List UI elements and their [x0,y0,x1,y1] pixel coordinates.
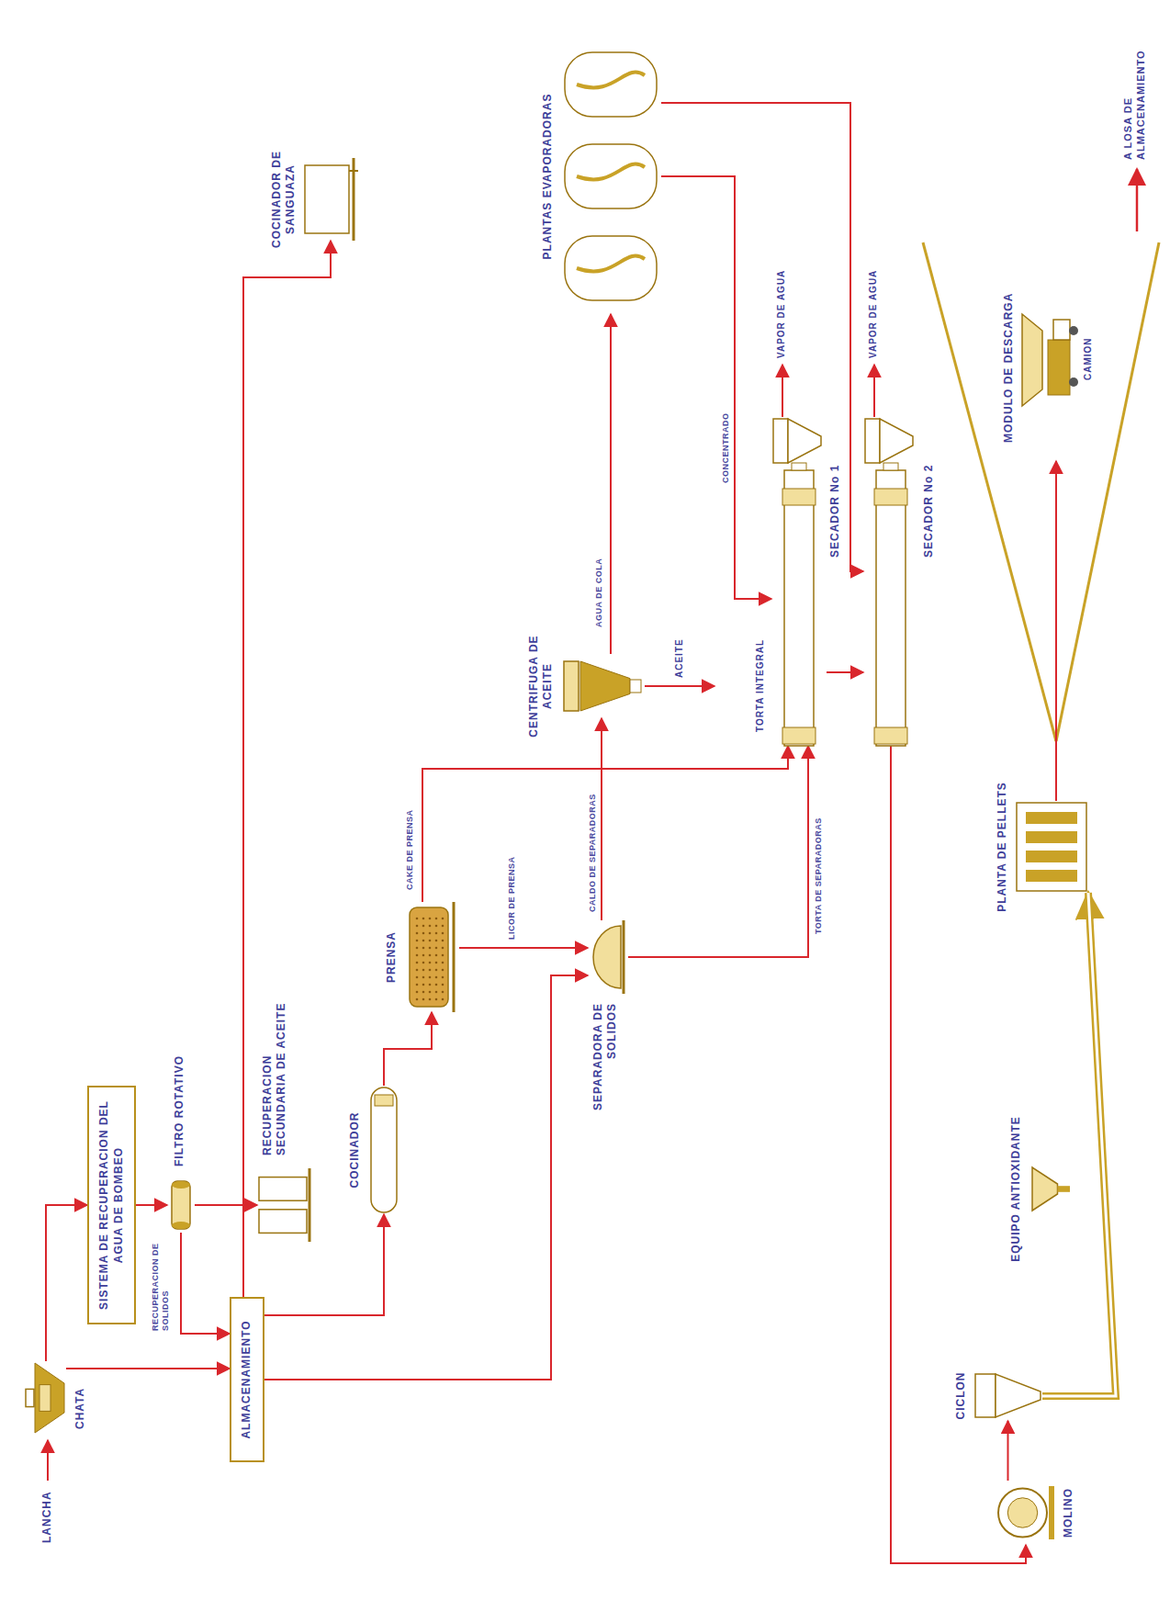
equipment-label: FILTRO ROTATIVO [172,1055,187,1167]
annotation-label: ACEITE [674,638,687,678]
box-text: SISTEMA DE RECUPERACION DEL AGUA DE BOMB… [97,1096,126,1314]
annotation-label: VAPOR DE AGUA [776,270,788,359]
equipment-label: CAMION [1082,337,1095,381]
equipment-node: SECADOR No 2 [863,415,919,746]
equipment-label: RECUPERACION SECUNDARIA DE ACEITE [260,999,289,1156]
equipment-icon [257,1168,313,1242]
flow-line [661,176,772,599]
flow-line [890,745,1026,1564]
equipment-label: CICLON [954,1372,968,1420]
flow-line [661,102,864,572]
flow-line [243,240,331,1297]
equipment-node: SEPARADORA DE SOLIDOS [587,920,629,994]
equipment-node: EQUIPO ANTIOXIDANTE [1028,1163,1070,1215]
equipment-label: CHATA [73,1387,88,1429]
line-label: CONCENTRADO [720,412,732,485]
equipment-node: MOLINO [996,1480,1057,1545]
module-outline [1056,242,1159,742]
flow-line [264,975,588,1380]
conveyor-inner [1042,892,1116,1396]
line-label: RECUPERACION DE SOLIDOS [150,1233,171,1332]
line-label: AGUA DE COLA [594,557,605,629]
equipment-node: RECUPERACION SECUNDARIA DE ACEITE [257,1168,313,1242]
flow-line [383,1012,432,1086]
annotation-label: TORTA INTEGRAL [754,639,767,732]
equipment-icon [1028,1163,1070,1215]
equipment-node: CHATA [25,1361,67,1435]
flow-line [628,745,809,957]
equipment-icon [560,38,662,315]
equipment-icon [587,920,629,994]
equipment-icon [1014,800,1089,893]
flow-line [826,671,864,674]
equipment-label: PRENSA [384,931,399,983]
line-label: CAKE DE PRENSA [405,808,416,891]
equipment-icon [1022,304,1080,416]
equipment-icon [771,415,827,746]
equipment-label: PLANTAS EVAPORADORAS [540,93,555,260]
process-box: SISTEMA DE RECUPERACION DEL AGUA DE BOMB… [87,1085,136,1325]
vapor-arrow [781,364,784,417]
equipment-icon [303,157,359,241]
flow-line [600,718,603,921]
equipment-icon [367,1085,401,1215]
conveyor [1042,892,1116,1396]
equipment-node: PLANTA DE PELLETS [1014,800,1089,893]
equipment-node: COCINADOR [367,1085,401,1215]
equipment-icon [560,653,643,719]
equipment-node: PLANTAS EVAPORADORAS [560,38,662,315]
flow-line [66,1367,230,1370]
process-box: ALMACENAMIENTO [229,1296,265,1463]
annotation-label: A LOSA DE ALMACENAMIENTO [1122,3,1148,160]
equipment-node: MODULO DE DESCARGA CAMION [996,258,1116,462]
equipment-node: COCINADOR DE SANGUAZA [303,157,359,241]
module-outline [922,242,1057,742]
equipment-label: MODULO DE DESCARGA [1001,292,1016,443]
equipment-node: PRENSA [404,901,460,1013]
equipment-label: MOLINO [1061,1487,1076,1538]
flow-line [1007,1420,1010,1481]
line-label: TORTA DE SEPARADORAS [813,816,824,935]
line-label: LICOR DE PRENSA [506,855,518,941]
equipment-label: SECADOR No 2 [922,464,936,558]
equipment-label: PLANTA DE PELLETS [995,781,1010,912]
flow-line [194,1203,258,1206]
equipment-icon [863,415,919,746]
line-label: CALDO DE SEPARADORAS [587,792,598,913]
flow-line [1055,461,1058,801]
lancha-arrow [46,1440,49,1481]
equipment-node: FILTRO ROTATIVO [167,1177,195,1233]
flow-line [45,1204,88,1362]
annotation-label: LANCHA [40,1490,55,1543]
flow-line [180,1232,230,1334]
flow-line [422,745,788,902]
storage-arrow [1136,168,1139,232]
equipment-node: SECADOR No 1 [771,415,827,746]
equipment-label: COCINADOR [348,1112,362,1189]
equipment-label: SECADOR No 1 [828,464,843,558]
annotation-label: VAPOR DE AGUA [867,270,880,359]
equipment-label: COCINADOR DE SANGUAZA [270,144,298,255]
equipment-icon [996,1480,1057,1545]
flow-line [459,946,588,949]
equipment-icon [973,1370,1043,1421]
oil-outlet [644,685,715,687]
equipment-node: CICLON [973,1370,1043,1421]
equipment-icon [404,901,460,1013]
vapor-arrow [873,364,876,417]
equipment-icon [25,1361,67,1435]
equipment-label: SEPARADORA DE SOLIDOS [591,1002,619,1114]
equipment-label: CENTRIFUGA DE ACEITE [527,630,555,742]
equipment-node: CENTRIFUGA DE ACEITE [560,653,643,719]
equipment-icon [167,1177,195,1233]
equipment-label: EQUIPO ANTIOXIDANTE [1009,1115,1024,1262]
box-text: ALMACENAMIENTO [239,1307,255,1452]
flow-line [609,314,612,654]
flow-line [135,1203,168,1206]
